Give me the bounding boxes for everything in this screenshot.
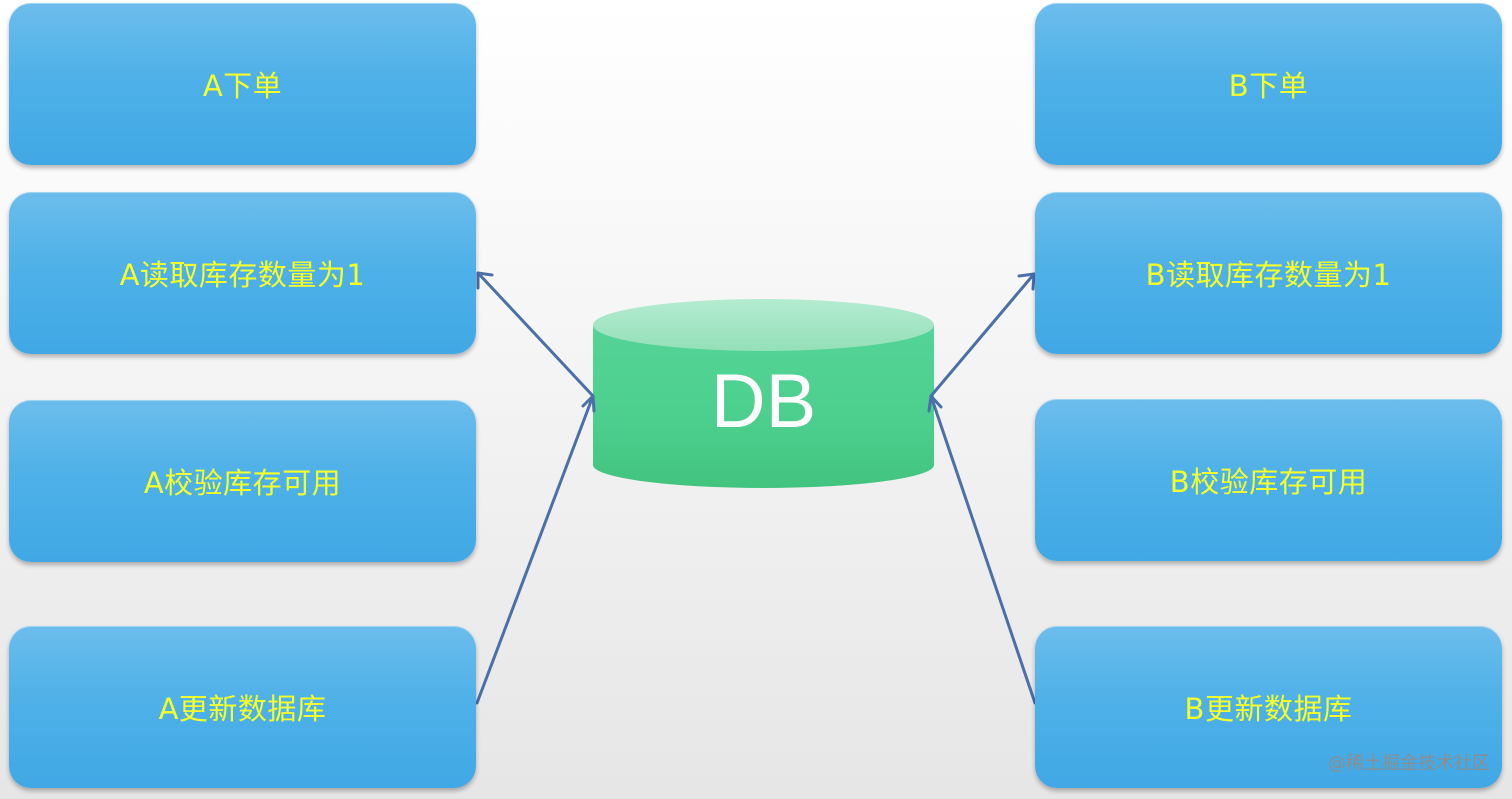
step-label: A下单	[202, 69, 283, 103]
step-box-a-update-db: A更新数据库	[9, 626, 476, 788]
step-box-b-place-order: B下单	[1035, 3, 1502, 165]
arrow-db-to-a-read	[476, 271, 595, 398]
step-box-a-read-stock: A读取库存数量为1	[9, 192, 476, 354]
step-label: A更新数据库	[158, 692, 327, 726]
step-label: A读取库存数量为1	[119, 258, 366, 292]
database-label: DB	[710, 359, 817, 444]
database-cylinder-top	[593, 299, 934, 351]
watermark-text: @稀土掘金技术社区	[1328, 753, 1490, 774]
step-box-b-read-stock: B读取库存数量为1	[1035, 192, 1502, 354]
step-box-a-validate-stock: A校验库存可用	[9, 400, 476, 562]
step-label: B更新数据库	[1184, 692, 1353, 726]
step-label: B下单	[1228, 69, 1309, 103]
step-box-a-place-order: A下单	[9, 3, 476, 165]
step-label: B读取库存数量为1	[1145, 258, 1392, 292]
arrow-b-update-to-db	[927, 394, 1037, 705]
step-label: A校验库存可用	[143, 466, 342, 500]
arrow-db-to-b-read	[929, 272, 1036, 398]
step-box-b-validate-stock: B校验库存可用	[1035, 399, 1502, 561]
step-box-b-update-db: B更新数据库	[1035, 626, 1502, 788]
arrow-a-update-to-db	[475, 394, 596, 705]
step-label: B校验库存可用	[1169, 465, 1368, 499]
